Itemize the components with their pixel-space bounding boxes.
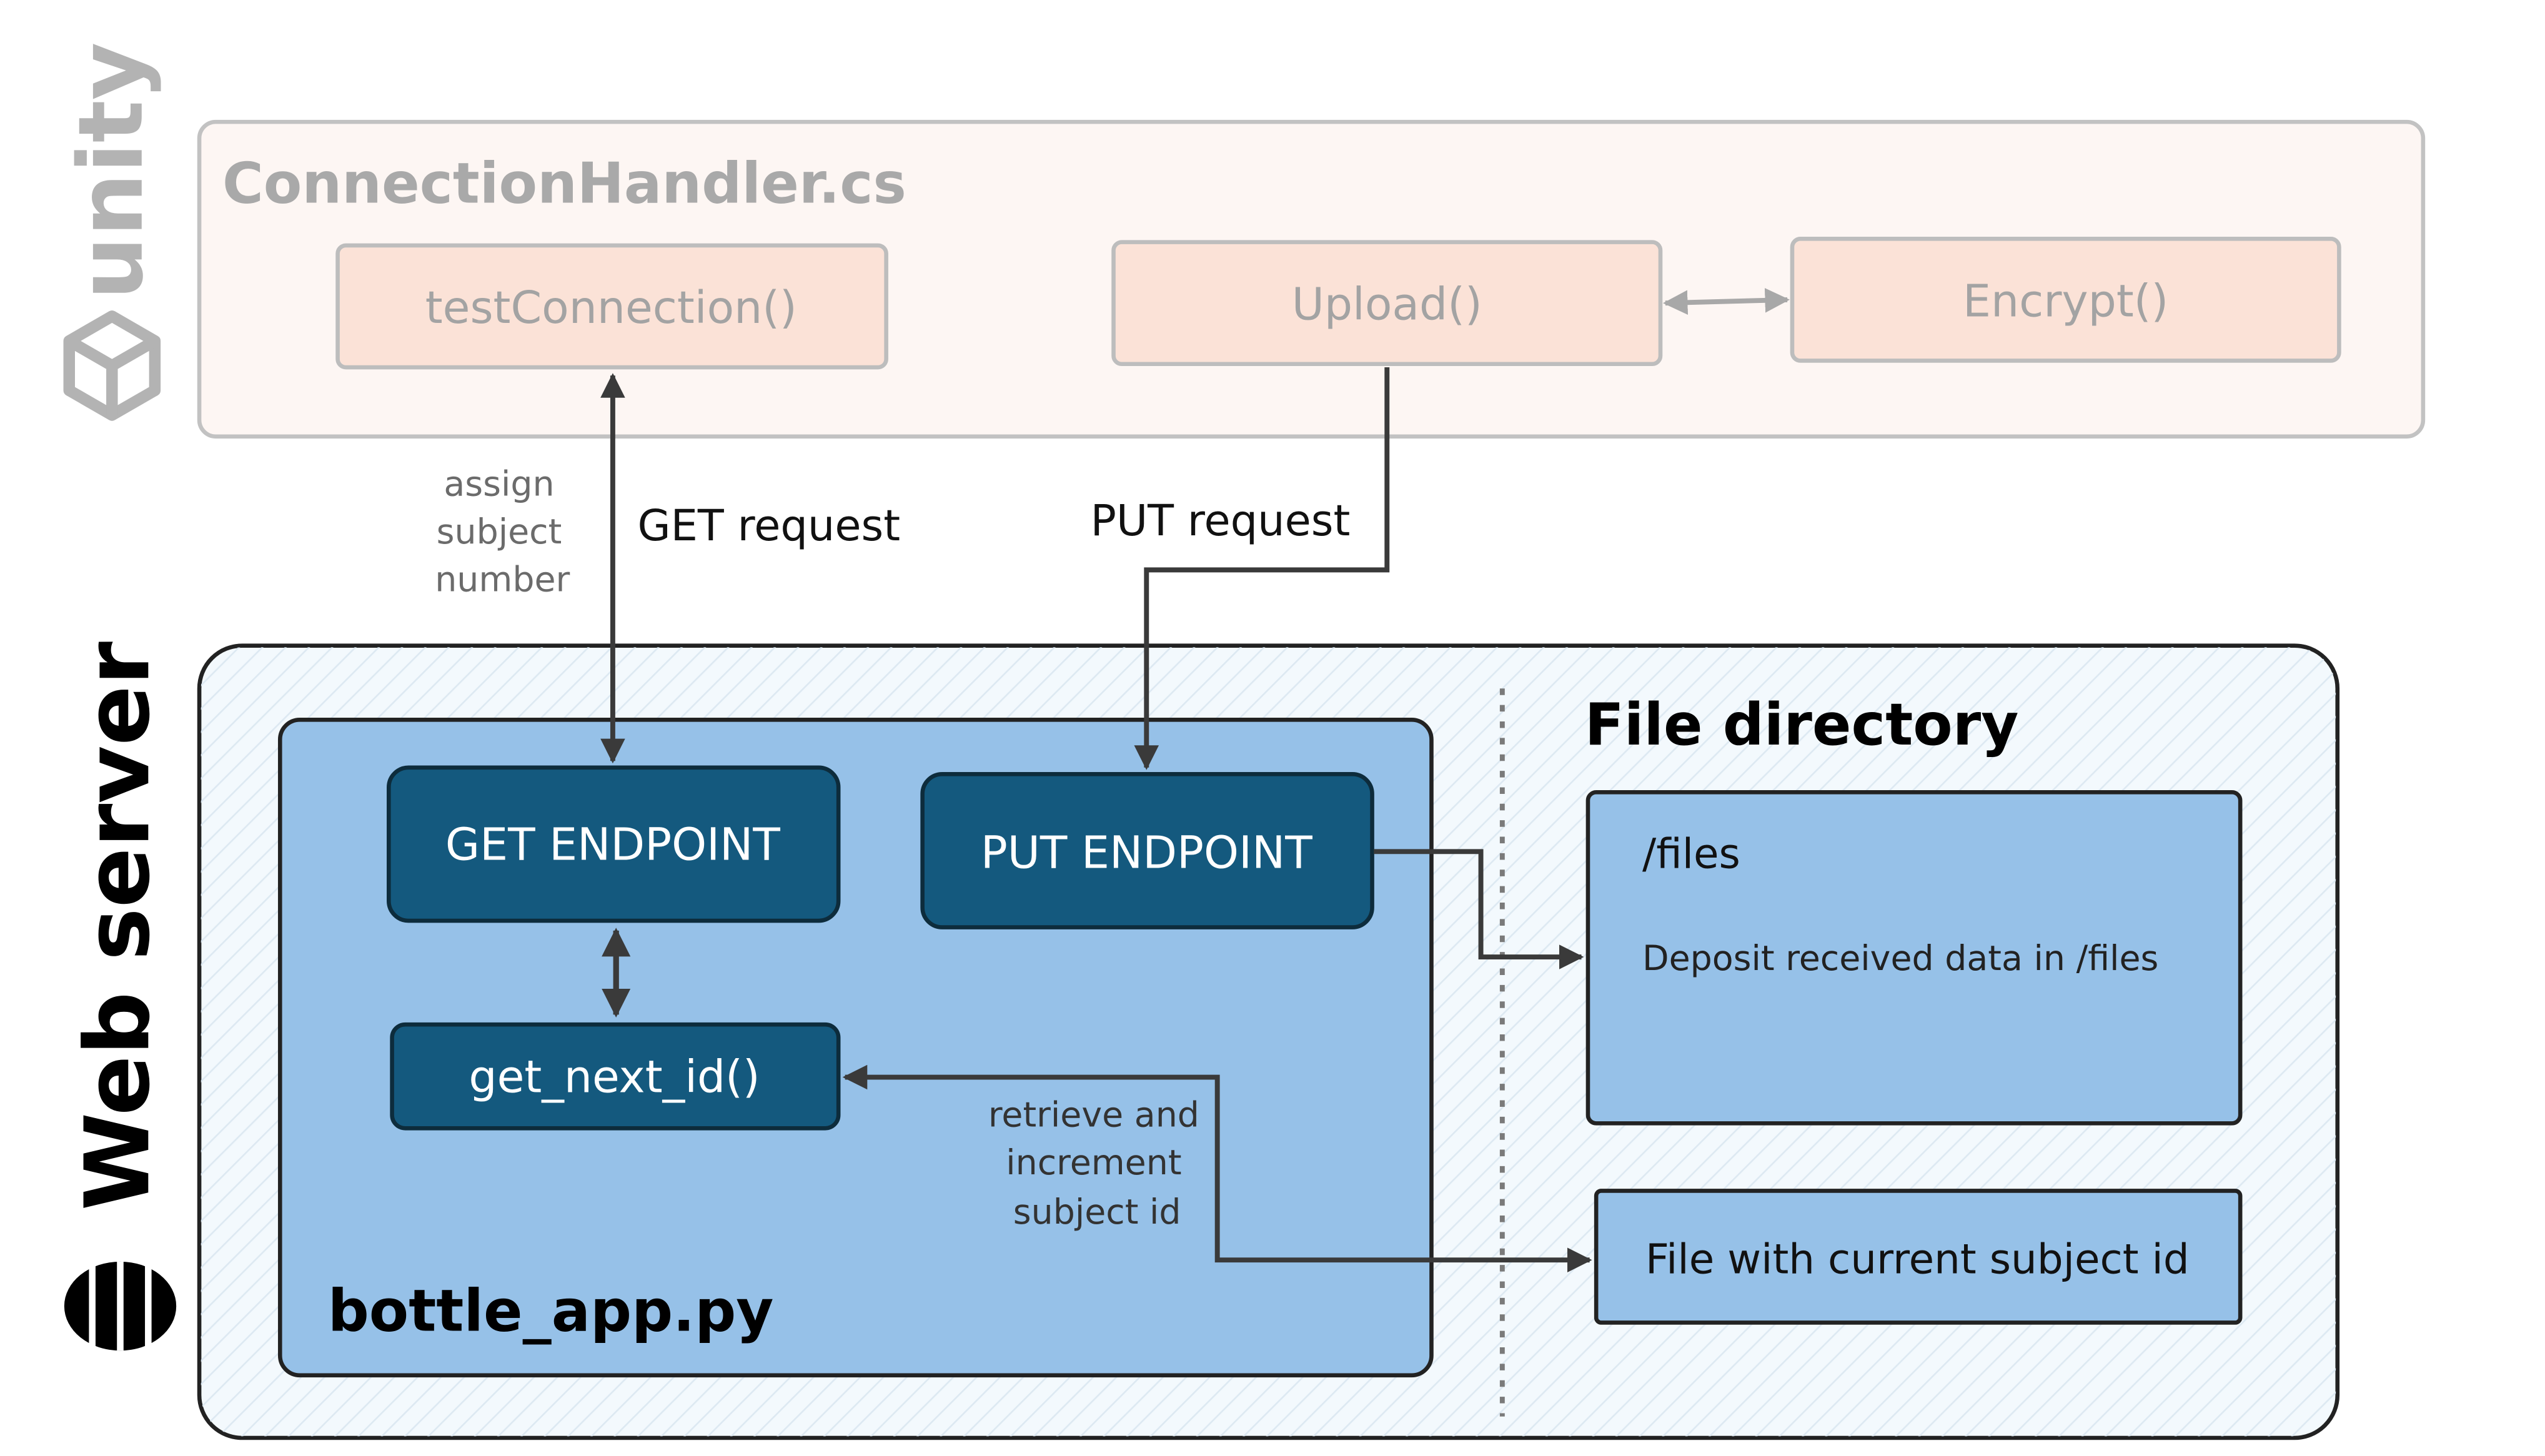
assign-label-line2: subject <box>437 512 562 552</box>
subject-id-file-box[interactable] <box>1594 1189 2243 1325</box>
get-endpoint-label: GET ENDPOINT <box>445 818 781 870</box>
files-folder-box[interactable] <box>1585 790 2243 1126</box>
get-endpoint-box[interactable] <box>387 765 841 923</box>
put-request-arrow <box>1134 367 1390 770</box>
encrypt-label: Encrypt() <box>1963 275 2168 327</box>
put-endpoint-box[interactable] <box>920 772 1374 929</box>
test-connection-box[interactable] <box>335 243 888 370</box>
upload-label: Upload() <box>1292 279 1482 330</box>
get-request-label: GET request <box>637 501 900 551</box>
retrieve-label-line2: increment <box>1006 1143 1181 1183</box>
subject-id-file-label: File with current subject id <box>1645 1235 2190 1283</box>
file-directory-title: File directory <box>1585 691 2019 758</box>
get-next-id-box[interactable] <box>390 1022 841 1131</box>
assign-label-line3: number <box>435 560 570 600</box>
next-id-file-arrow <box>842 1064 1592 1273</box>
put-to-files-arrow <box>1374 849 1584 969</box>
test-connection-label: testConnection() <box>425 282 797 334</box>
put-endpoint-label: PUT ENDPOINT <box>981 827 1312 879</box>
unity-cube-icon <box>63 310 161 421</box>
upload-box[interactable] <box>1111 240 1663 367</box>
web-server-label: Web server <box>66 641 169 1211</box>
files-path-label: /files <box>1642 830 1740 878</box>
get-next-id-label: get_next_id() <box>469 1051 760 1102</box>
database-icon <box>64 1261 177 1351</box>
retrieve-label-line3: subject id <box>1013 1192 1181 1232</box>
files-description: Deposit received data in /files <box>1642 939 2158 979</box>
encrypt-box[interactable] <box>1790 237 2341 363</box>
retrieve-label-line1: retrieve and <box>988 1096 1199 1136</box>
upload-encrypt-arrow <box>1662 288 1790 315</box>
unity-logo-text: unity <box>59 42 163 300</box>
connection-handler-title: ConnectionHandler.cs <box>222 151 906 216</box>
assign-label-line1: assign <box>444 465 554 505</box>
put-request-label: PUT request <box>1091 496 1351 546</box>
bottle-app-title: bottle_app.py <box>328 1277 774 1345</box>
